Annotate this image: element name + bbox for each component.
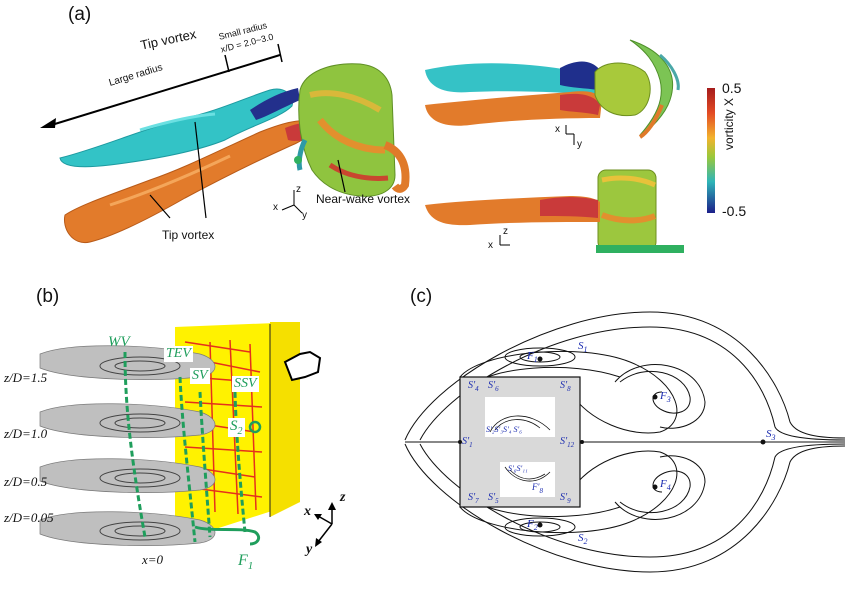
panel-b-label: (b) <box>36 286 60 307</box>
axis-y-label: y <box>302 210 307 221</box>
panel-b: (b) <box>0 282 420 600</box>
b-axis-y: y <box>306 542 313 557</box>
panel-c-label: (c) <box>410 286 433 307</box>
sp8-label: S'8 <box>560 380 571 393</box>
s3-label: S3 <box>766 428 776 443</box>
axis-z-label: z <box>296 184 301 195</box>
panel-c-graphic <box>404 311 846 573</box>
ssv-label: SSV <box>232 376 259 392</box>
side-view-axis-z: z <box>503 226 508 237</box>
panel-a-graphic <box>40 39 715 253</box>
f4-label-c: F4 <box>660 478 671 493</box>
tip-vortex-bottom-label: Tip vortex <box>162 228 215 242</box>
s2-label-c: S2 <box>578 532 588 547</box>
top-view-axis-x: x <box>555 124 560 135</box>
sp6-label: S'6 <box>488 380 499 393</box>
b-axis-x: x <box>304 504 311 519</box>
top-view-axis-y: y <box>577 139 582 150</box>
colorbar-min: -0.5 <box>722 203 747 219</box>
sp9-label: S'9 <box>560 492 571 505</box>
sp5-label: S'5 <box>488 492 499 505</box>
level-1-0: z/D=1.0 <box>4 426 48 441</box>
wv-label: WV <box>108 334 130 350</box>
near-wake-label: Near-wake vortex <box>316 192 411 206</box>
x0-label: x=0 <box>142 552 164 567</box>
b-axis-z: z <box>340 490 346 505</box>
sp1-label: S'1 <box>462 436 473 449</box>
s1-label: S1 <box>578 340 588 355</box>
f1-label-c: F1 <box>527 350 538 365</box>
inset-bottom-label: S'₆S'₁₁ <box>508 464 528 473</box>
f2-label-c: F2 <box>527 518 538 533</box>
sp4-label: S'4 <box>468 380 479 393</box>
sp12-label: S'12 <box>560 436 575 449</box>
sv-label: SV <box>190 368 210 384</box>
side-view-axis-x: x <box>488 240 493 251</box>
level-1-5: z/D=1.5 <box>4 370 48 385</box>
panel-c: (c) <box>400 282 848 600</box>
colorbar-title: vorticity X <box>722 97 736 150</box>
inset-top-label: S'₂S'₃S'₄ S'₆ <box>486 425 522 434</box>
panel-b-graphic <box>39 322 336 547</box>
panel-a: (a) <box>0 0 848 270</box>
f1-label: F1 <box>238 552 254 573</box>
tev-label: TEV <box>164 346 193 362</box>
colorbar-max: 0.5 <box>722 80 742 96</box>
level-0-5: z/D=0.5 <box>4 474 48 489</box>
sp7-label: S'7 <box>468 492 479 505</box>
f3-label-c: F3 <box>660 390 671 405</box>
s2-label: S2 <box>228 418 245 437</box>
fp-label: F'8 <box>532 482 543 495</box>
axis-x-label: x <box>273 202 278 213</box>
flow-arrow-icon <box>283 350 322 382</box>
panel-a-label: (a) <box>68 4 92 25</box>
level-0-05: z/D=0.05 <box>4 510 54 525</box>
